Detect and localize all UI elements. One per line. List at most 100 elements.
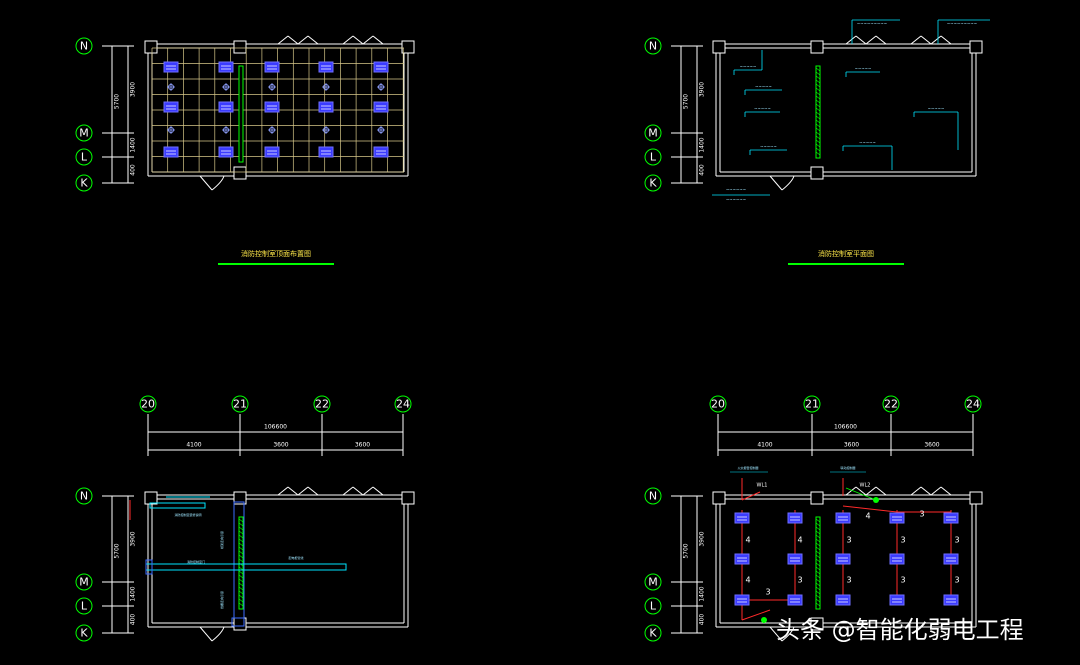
tr-door-top-0b — [855, 35, 867, 45]
tr-door-top-1b — [920, 35, 932, 45]
tl-axis-l-label: L — [81, 151, 88, 164]
br-axis-k: K — [644, 624, 662, 642]
br-detector-0-4 — [943, 512, 959, 524]
tl-ceiling-light-1-3 — [318, 101, 334, 113]
tr-partition-hatch — [815, 99, 821, 104]
tl-door-top-0c — [297, 35, 309, 45]
bl-axis-22: 22 — [313, 395, 331, 413]
tl-ceiling-light-1-0-body — [163, 101, 179, 113]
tl-ceiling-light-2-1-body — [218, 146, 234, 158]
br-partition-hatch — [815, 546, 821, 551]
bl-door-top-0 — [277, 486, 289, 496]
br-partition-hatch — [815, 558, 821, 563]
br-detector-2-2 — [835, 594, 851, 606]
tr-axis-n-label: N — [649, 40, 657, 53]
tl-door-top-0d — [307, 35, 319, 45]
tl-ceiling-light-0-4 — [373, 61, 389, 73]
br-hdim-seg-1: 3600 — [844, 442, 859, 449]
tr-note-text-5: ~~~~~ — [928, 106, 945, 111]
br-wire-count-4: 3 — [846, 536, 851, 545]
tr-partition-hatch — [815, 151, 821, 156]
bl-dim-bottom: 400 — [130, 614, 137, 626]
bl-dim-mid: 1400 — [130, 586, 137, 601]
br-axis-21-circle — [803, 395, 821, 413]
bl-note-3: 桥架走向示意 — [219, 531, 224, 549]
br-wire-count-11: 3 — [954, 576, 959, 585]
bl-axis-k-circle — [75, 624, 93, 642]
bl-axis-m-label: M — [79, 576, 89, 589]
tl-ceiling-light-0-0-body — [163, 61, 179, 73]
tl-ceiling-light-2-2 — [264, 146, 280, 158]
tr-note-text-4: ~~~~~ — [855, 66, 872, 71]
br-partition-hatch — [815, 562, 821, 567]
br-tag-0: WL1 — [757, 483, 768, 489]
tr-partition-hatch — [815, 91, 821, 96]
br-detector-2-1 — [787, 594, 803, 606]
br-axis-k-label: K — [649, 627, 657, 640]
bl-door-bottom-leaf — [199, 626, 213, 642]
bl-door-top-0d — [307, 486, 319, 496]
tr-partition-hatch — [815, 75, 821, 80]
tl-downlight-2 — [268, 83, 276, 91]
tr-partition-hatch — [815, 131, 821, 136]
br-axis-k-circle — [644, 624, 662, 642]
watermark-platform: 头条 — [776, 616, 824, 644]
tl-dim-mid: 1400 — [130, 137, 137, 152]
tr-door-bottom-leaf — [769, 175, 783, 191]
tl-downlight-0 — [167, 83, 175, 91]
bl-tray-end — [145, 559, 153, 575]
tl-door-top-1 — [342, 35, 354, 45]
bl-axis-24-label: 24 — [396, 398, 410, 411]
br-detector-0-2 — [835, 512, 851, 524]
tr-door-callout-text: ~~~~~~ — [726, 187, 746, 192]
tr-partition-hatch — [815, 115, 821, 120]
tl-ceiling-light-0-4-body — [373, 61, 389, 73]
br-wire-count-2: 4 — [797, 536, 802, 545]
br-detector-1-2 — [835, 553, 851, 565]
tl-ceiling-light-1-1 — [218, 101, 234, 113]
tr-door-bottom-swing — [781, 175, 795, 191]
bl-axis-m-circle — [75, 573, 93, 591]
tr-door-top-1c — [930, 35, 942, 45]
br-wire-count-6: 4 — [865, 512, 870, 521]
tl-ceiling-light-0-2-body — [264, 61, 280, 73]
bl-axis-k-label: K — [80, 627, 88, 640]
tr-callout-text-b: ~~~~~~~~~ — [947, 21, 977, 26]
tr-axis-n-circle — [644, 37, 662, 55]
tl-downlight-4 — [377, 83, 385, 91]
bl-partition-hatch — [238, 590, 244, 595]
br-dim-mid: 1400 — [699, 586, 706, 601]
br-note-1: 联动控制器 — [840, 465, 855, 470]
br-wire-count-0: 4 — [745, 536, 750, 545]
br-detector-0-1 — [787, 512, 803, 524]
br-axis-20-circle — [709, 395, 727, 413]
tl-dim-total: 5700 — [114, 94, 121, 109]
br-green-node-b — [761, 617, 767, 623]
br-detector-1-1 — [787, 553, 803, 565]
bl-door-top-0b — [287, 486, 299, 496]
bl-dim-top: 3900 — [130, 531, 137, 546]
tl-axis-m-label: M — [79, 127, 89, 140]
tr-axis-n: N — [644, 37, 662, 55]
br-detector-1-4 — [943, 553, 959, 565]
br-partition-hatch — [815, 550, 821, 555]
bl-axis-n-label: N — [80, 490, 88, 503]
tr-partition-hatch — [815, 123, 821, 128]
tr-door-top-0 — [845, 35, 857, 45]
tl-ceiling-light-0-2 — [264, 61, 280, 73]
tl-partition-over — [238, 65, 244, 163]
tl-ceiling-light-2-0 — [163, 146, 179, 158]
tr-partition-hatch — [815, 83, 821, 88]
tl-ceiling-light-1-4 — [373, 101, 389, 113]
tr-partition-hatch — [815, 119, 821, 124]
bl-door-top-1d — [372, 486, 384, 496]
br-door-top-1c — [930, 486, 942, 496]
bl-axis-20-label: 20 — [141, 398, 155, 411]
tr-dim-mid: 1400 — [699, 137, 706, 152]
tr-partition-hatch — [815, 71, 821, 76]
tl-door-bottom-leaf — [199, 175, 213, 191]
br-hdim-seg-2: 3600 — [924, 442, 939, 449]
br-detector-2-3 — [889, 594, 905, 606]
tl-ceiling-light-2-4-body — [373, 146, 389, 158]
br-axis-n-label: N — [649, 490, 657, 503]
